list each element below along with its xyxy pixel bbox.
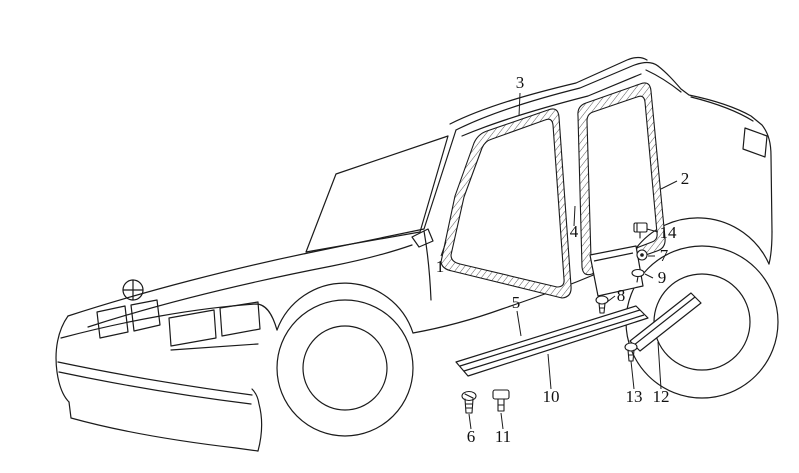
roof-drip-molding-line (461, 73, 642, 137)
front-wheel-inner (302, 325, 388, 411)
part-label-10: 10 (543, 387, 560, 406)
leader-part-8 (606, 295, 616, 303)
a-pillar-line (423, 129, 457, 230)
screw-part-8 (595, 295, 609, 314)
part-label-11: 11 (495, 427, 511, 446)
leader-part-13 (630, 360, 635, 390)
leader-part-9 (644, 273, 654, 279)
front-bumper-corner (251, 388, 263, 452)
bumper-rub-strip-top (57, 361, 253, 396)
sill-trim-parts (455, 245, 702, 377)
hood-top-line (67, 228, 425, 317)
front-bumper-bottom (68, 401, 259, 452)
grommet-part-7 (636, 249, 648, 261)
leader-part-4 (573, 205, 576, 227)
part-label-4: 4 (570, 222, 579, 241)
sill-strip-rib-1 (459, 309, 641, 367)
front-door-seal (440, 108, 572, 299)
rear-wheel-outer (625, 245, 779, 399)
roof-near-rail (455, 61, 659, 131)
bumper-rub-strip-bottom (58, 371, 252, 405)
part-label-12: 12 (653, 387, 670, 406)
windshield-outline (305, 135, 449, 253)
leader-lines (440, 92, 678, 430)
c-pillar-rear-deck (657, 65, 773, 233)
front-wheel-arch (276, 282, 414, 334)
fasteners (461, 222, 648, 414)
headlight-outer (219, 301, 261, 337)
part-label-3: 3 (516, 73, 525, 92)
part-label-5: 5 (512, 293, 521, 312)
front-wheel-outer (276, 299, 414, 437)
clip-part-9 (631, 268, 645, 283)
indicator-line (170, 343, 259, 351)
part-label-6: 6 (467, 427, 476, 446)
rear-strip-rib (633, 296, 696, 346)
front-fascia-edge (55, 315, 70, 403)
screw-part-13 (624, 342, 638, 362)
leader-part-11 (500, 412, 504, 430)
clip-part-11 (492, 389, 510, 412)
fender-door-seam (423, 230, 432, 301)
hood-crease-line (87, 244, 413, 328)
roof-far-rail (449, 56, 648, 125)
part-label-2: 2 (681, 169, 690, 188)
leader-part-10 (547, 353, 552, 390)
leader-part-5 (516, 310, 522, 337)
jack-bracket-line (593, 252, 634, 262)
part-label-9: 9 (658, 268, 667, 287)
door-opening-seals (440, 82, 666, 299)
part-label-13: 13 (626, 387, 643, 406)
side-mirror (411, 228, 434, 248)
brand-roundel-cross (122, 279, 144, 301)
entrance-sill-strip-rear (629, 292, 702, 352)
leader-part-6 (468, 413, 472, 430)
trunk-shutline (690, 96, 754, 122)
sill-strip-rib-2 (463, 314, 645, 372)
part-label-8: 8 (617, 286, 626, 305)
kidney-grille-left (96, 305, 129, 339)
rear-bumper-edge (768, 231, 773, 265)
leader-part-14 (646, 228, 659, 233)
part-label-14: 14 (660, 223, 678, 242)
headlight-inner (168, 309, 217, 347)
leader-part-1 (440, 241, 447, 257)
leader-part-3 (518, 92, 521, 117)
tail-light (742, 127, 768, 158)
part-label-7: 7 (660, 246, 669, 265)
rear-wheel-arch (633, 217, 770, 265)
leader-part-12 (657, 341, 662, 390)
leader-part-2 (660, 180, 678, 190)
screw-part-6 (461, 390, 477, 414)
kidney-grille-right (130, 299, 161, 332)
clip-part-14 (633, 222, 648, 239)
rear-glass-line (645, 69, 682, 93)
part-label-1: 1 (436, 257, 445, 276)
part-labels: 1 2 3 4 5 6 7 8 9 10 11 12 13 14 (436, 73, 690, 446)
car-body-art (55, 56, 779, 452)
rear-door-seal (577, 82, 666, 276)
